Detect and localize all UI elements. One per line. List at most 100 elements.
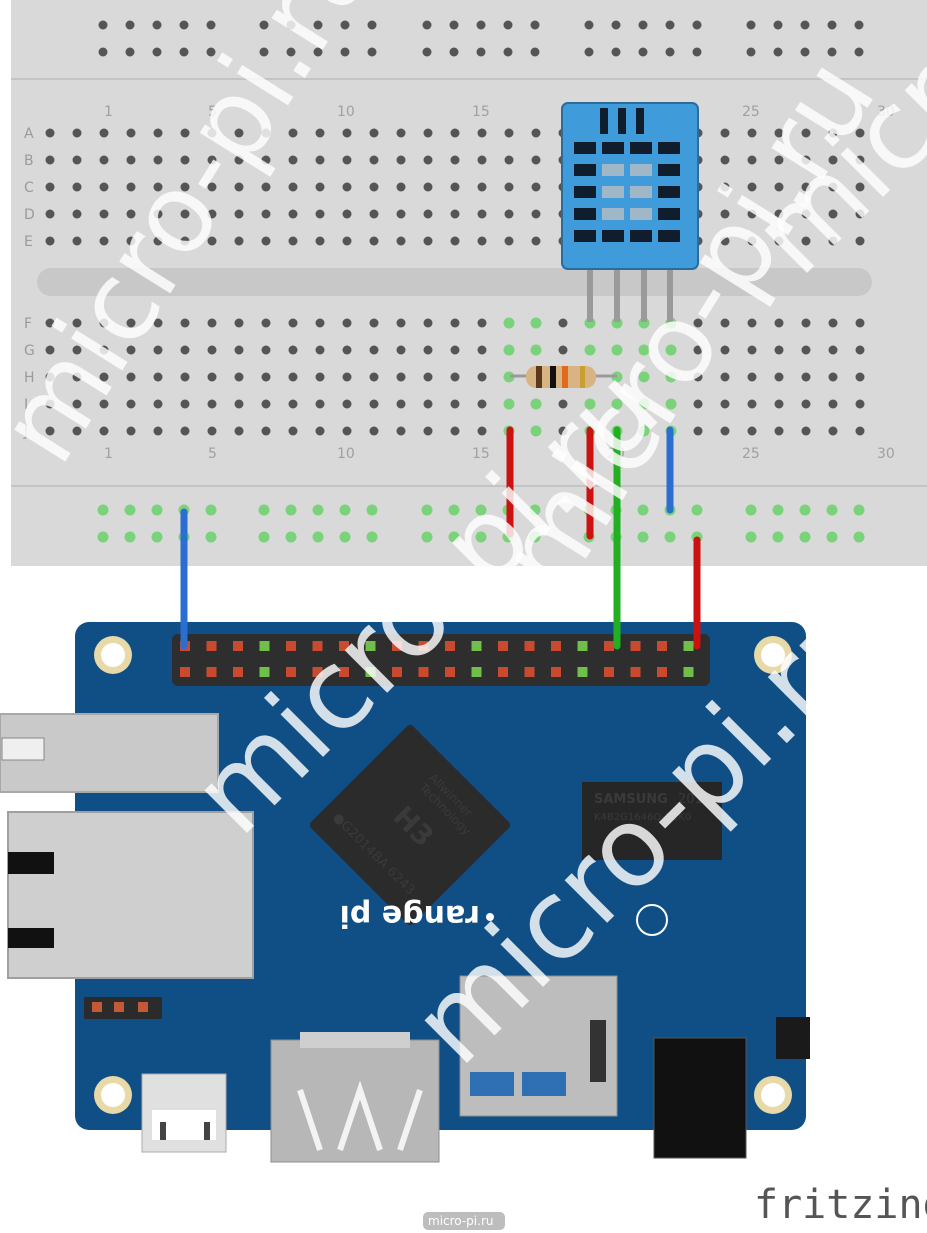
hole bbox=[423, 182, 433, 192]
hole bbox=[153, 372, 163, 382]
hole bbox=[801, 182, 811, 192]
hole bbox=[828, 236, 838, 246]
hole bbox=[558, 426, 568, 436]
column-labels-bottom: 1 5 10 15 20 25 30 bbox=[104, 446, 895, 462]
rail-hole bbox=[152, 20, 162, 30]
rail-hole bbox=[530, 47, 540, 57]
rail-hole bbox=[637, 531, 649, 543]
hole bbox=[126, 128, 136, 138]
hole bbox=[207, 345, 217, 355]
gpio-pin bbox=[524, 641, 535, 651]
gpio-pin bbox=[339, 641, 349, 651]
hole bbox=[720, 318, 730, 328]
hole bbox=[315, 426, 325, 436]
hole bbox=[234, 426, 244, 436]
gpio-pin bbox=[683, 641, 694, 651]
hole bbox=[801, 155, 811, 165]
hole bbox=[234, 318, 244, 328]
grille-slot bbox=[574, 186, 596, 198]
hole bbox=[396, 372, 406, 382]
grille-slot bbox=[602, 208, 624, 220]
hole bbox=[477, 155, 487, 165]
power-button bbox=[776, 1017, 810, 1059]
hole bbox=[99, 426, 109, 436]
resistor bbox=[510, 366, 617, 388]
ram-chip: SAMSUNG 201 K4B2G1646Q-BCK0 bbox=[582, 782, 722, 860]
hole bbox=[801, 426, 811, 436]
hole bbox=[180, 182, 190, 192]
rail-hole bbox=[339, 504, 351, 516]
hole bbox=[531, 155, 541, 165]
hole bbox=[342, 372, 352, 382]
hole bbox=[126, 318, 136, 328]
hole bbox=[693, 372, 703, 382]
hole bbox=[126, 182, 136, 192]
rail-hole bbox=[476, 47, 486, 57]
gpio-pin bbox=[233, 667, 243, 677]
hole bbox=[423, 236, 433, 246]
rail-hole bbox=[745, 531, 757, 543]
hole bbox=[261, 182, 271, 192]
hdmi-port bbox=[270, 1032, 440, 1163]
hole bbox=[45, 209, 55, 219]
hole bbox=[234, 372, 244, 382]
hole bbox=[180, 155, 190, 165]
gpio-pins bbox=[180, 641, 694, 677]
hole bbox=[720, 426, 730, 436]
hole bbox=[855, 236, 865, 246]
hole bbox=[288, 128, 298, 138]
hole bbox=[180, 426, 190, 436]
hole bbox=[153, 128, 163, 138]
hole bbox=[126, 345, 136, 355]
hole bbox=[45, 399, 55, 409]
hole bbox=[801, 399, 811, 409]
hole bbox=[180, 128, 190, 138]
hole bbox=[477, 236, 487, 246]
hole bbox=[774, 318, 784, 328]
gpio-pin bbox=[551, 667, 561, 677]
gpio-pin bbox=[657, 641, 667, 651]
row-label: B bbox=[24, 153, 34, 169]
gpio-pin bbox=[630, 641, 641, 651]
hole bbox=[126, 372, 136, 382]
gpio-pin bbox=[365, 641, 376, 651]
hole bbox=[531, 209, 541, 219]
grille-slot bbox=[658, 142, 680, 154]
rail-hole bbox=[259, 47, 269, 57]
gpio-pin bbox=[445, 667, 455, 677]
rail-hole bbox=[826, 504, 838, 516]
hole bbox=[530, 425, 542, 437]
gpio-pin bbox=[657, 667, 667, 677]
hole bbox=[342, 209, 352, 219]
hole bbox=[828, 128, 838, 138]
hole bbox=[99, 399, 109, 409]
rail-hole bbox=[584, 47, 594, 57]
rail-hole bbox=[800, 20, 810, 30]
hole bbox=[747, 318, 757, 328]
hole bbox=[396, 236, 406, 246]
breadboard-holes bbox=[45, 20, 865, 543]
hole bbox=[153, 345, 163, 355]
hole bbox=[801, 372, 811, 382]
hole bbox=[342, 182, 352, 192]
rail-hole bbox=[638, 20, 648, 30]
hole bbox=[503, 371, 515, 383]
hole bbox=[531, 236, 541, 246]
rail-hole bbox=[503, 47, 513, 57]
hole bbox=[801, 345, 811, 355]
rail-hole bbox=[503, 20, 513, 30]
hole bbox=[450, 155, 460, 165]
hole bbox=[342, 128, 352, 138]
hole bbox=[720, 345, 730, 355]
grille-slot bbox=[636, 108, 644, 134]
hole bbox=[261, 128, 271, 138]
gpio-pin bbox=[551, 641, 561, 651]
hole bbox=[801, 318, 811, 328]
rail-hole bbox=[286, 20, 296, 30]
hole bbox=[126, 399, 136, 409]
hole bbox=[855, 182, 865, 192]
rail-hole bbox=[772, 504, 784, 516]
hole bbox=[342, 155, 352, 165]
hole bbox=[477, 426, 487, 436]
hole bbox=[747, 345, 757, 355]
